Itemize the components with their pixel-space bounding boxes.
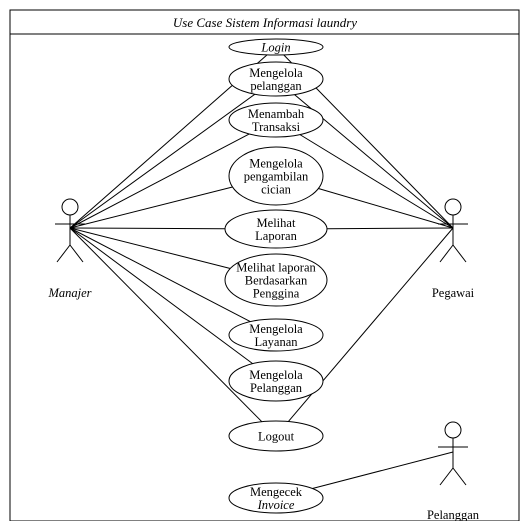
use-case-ellipse bbox=[228, 61, 324, 97]
use-case-label-line: pengambilan bbox=[244, 170, 309, 184]
use-case-label-line: Laporan bbox=[255, 229, 297, 243]
use-case-label-line: Melihat bbox=[257, 216, 296, 230]
use-case-ellipse bbox=[228, 38, 324, 56]
use-case-label-line: pelanggan bbox=[250, 79, 302, 93]
use-case-ellipse bbox=[228, 482, 324, 514]
actor-label: Pelanggan bbox=[427, 508, 480, 521]
use-case-label-line: Menambah bbox=[248, 107, 305, 121]
use-case-label-line: Logout bbox=[258, 430, 295, 444]
association-line-manajer-mengelola-layanan bbox=[69, 227, 251, 323]
use-case-label-line: Melihat laporan bbox=[236, 261, 316, 275]
association-line-pelanggan-mengecek-invoice bbox=[312, 451, 454, 490]
actor-label: Pegawai bbox=[432, 286, 475, 300]
association-line-manajer-mengelola-pengambilan-cucian bbox=[69, 186, 233, 229]
association-line-pegawai-menambah-transaksi bbox=[299, 134, 454, 229]
use-case-ellipse bbox=[228, 146, 324, 206]
stick-figure-icon bbox=[55, 198, 85, 263]
association-line-manajer-menambah-transaksi bbox=[69, 133, 250, 229]
actor-label: Manajer bbox=[47, 286, 91, 300]
use-case-label-line: Login bbox=[260, 41, 290, 55]
use-case-ellipse bbox=[228, 318, 324, 352]
association-line-manajer-melihat-laporan bbox=[69, 227, 226, 230]
association-line-pegawai-mengelola-pengambilan-cucian bbox=[318, 187, 454, 229]
use-case-label-line: Mengelola bbox=[249, 157, 303, 171]
actor-pelanggan: Pelanggan bbox=[427, 421, 480, 521]
actor-pegawai: Pegawai bbox=[432, 198, 475, 300]
stick-figure-icon bbox=[438, 421, 468, 486]
use-case-login: Login bbox=[228, 38, 324, 56]
use-case-label-line: Mengelola bbox=[249, 322, 303, 336]
use-case-ellipse bbox=[228, 360, 324, 402]
use-case-label-line: Transaksi bbox=[252, 120, 301, 134]
association-line-manajer-mengelola-pelanggan-2 bbox=[69, 227, 253, 365]
actor-manajer: Manajer bbox=[47, 198, 92, 300]
use-case-label-line: Berdasarkan bbox=[245, 274, 308, 288]
use-case-ellipse bbox=[228, 102, 324, 138]
association-line-manajer-melihat-laporan-berdasarkan-penggina bbox=[69, 227, 231, 269]
use-case-ellipse bbox=[224, 209, 328, 249]
use-case-label-line: Mengelola bbox=[249, 368, 303, 382]
use-case-logout: Logout bbox=[228, 420, 324, 452]
association-line-manajer-logout bbox=[69, 227, 263, 423]
use-case-label-line: Mengecek bbox=[250, 485, 303, 499]
use-case-label-line: Penggina bbox=[253, 287, 300, 301]
stick-figure-icon bbox=[438, 198, 468, 263]
use-case-ellipse bbox=[224, 253, 328, 307]
diagram-title: Use Case Sistem Informasi laundry bbox=[173, 15, 357, 30]
use-case-ellipse bbox=[228, 420, 324, 452]
association-line-pegawai-melihat-laporan bbox=[326, 227, 454, 230]
diagram-frame bbox=[9, 9, 520, 521]
use-case-label-line: cician bbox=[261, 183, 292, 197]
association-line-manajer-mengelola-pelanggan-1 bbox=[69, 93, 256, 229]
use-case-label-line: Pelanggan bbox=[250, 381, 303, 395]
use-case-label-line: Mengelola bbox=[249, 66, 303, 80]
use-case-label-line: Invoice bbox=[257, 498, 295, 512]
use-case-label-line: Layanan bbox=[254, 335, 298, 349]
